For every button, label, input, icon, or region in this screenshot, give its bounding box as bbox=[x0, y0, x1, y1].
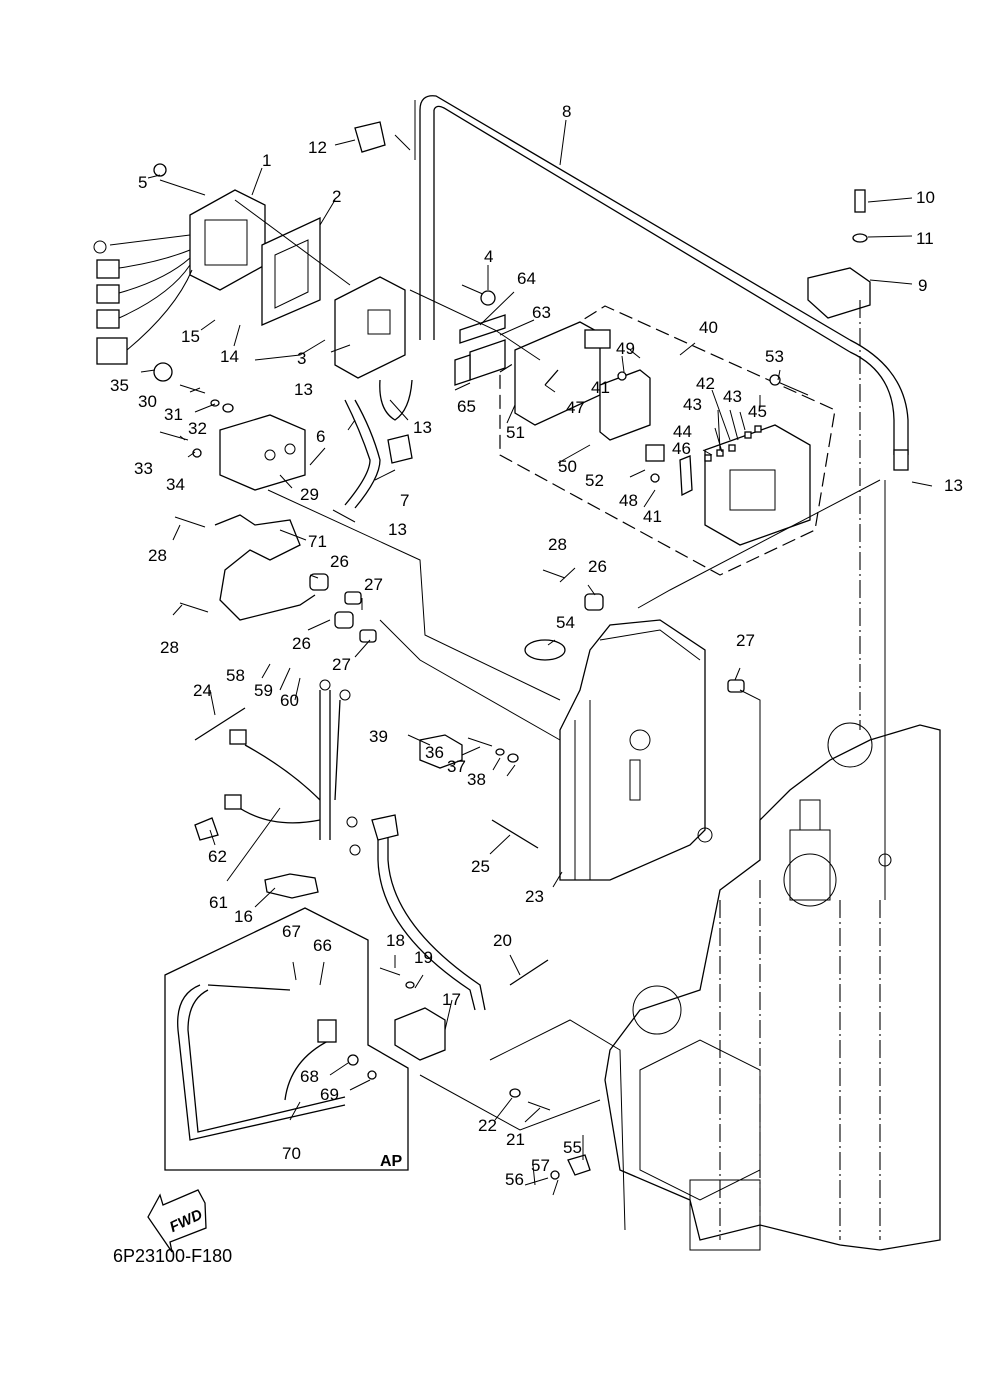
callout-12: 12 bbox=[308, 138, 327, 157]
callout-56: 56 bbox=[505, 1170, 524, 1189]
callout-13-d: 13 bbox=[944, 476, 963, 495]
callout-38: 38 bbox=[467, 770, 486, 789]
callout-55: 55 bbox=[563, 1138, 582, 1157]
callout-26-c: 26 bbox=[588, 557, 607, 576]
callout-65: 65 bbox=[457, 397, 476, 416]
callout-61: 61 bbox=[209, 893, 228, 912]
callout-37: 37 bbox=[447, 757, 466, 776]
callout-7: 7 bbox=[400, 491, 409, 510]
callout-3: 3 bbox=[297, 349, 306, 368]
ecu-assembly-outline bbox=[499, 305, 836, 576]
callout-59: 59 bbox=[254, 681, 273, 700]
callout-35: 35 bbox=[110, 376, 129, 395]
callout-31: 31 bbox=[164, 405, 183, 424]
callout-52: 52 bbox=[585, 471, 604, 490]
callout-27-c: 27 bbox=[736, 631, 755, 650]
parts bbox=[93, 121, 871, 1186]
callout-13-b: 13 bbox=[413, 418, 432, 437]
callout-32: 32 bbox=[188, 419, 207, 438]
callout-70: 70 bbox=[282, 1144, 301, 1163]
callout-58: 58 bbox=[226, 666, 245, 685]
callout-11: 11 bbox=[916, 229, 934, 248]
callout-29: 29 bbox=[300, 485, 319, 504]
callout-51: 51 bbox=[506, 423, 525, 442]
callout-26-a: 26 bbox=[330, 552, 349, 571]
callout-69: 69 bbox=[320, 1085, 339, 1104]
callout-34: 34 bbox=[166, 475, 185, 494]
callout-labels: 1 2 3 4 5 6 7 8 9 10 11 12 13 13 13 13 1… bbox=[110, 102, 963, 1189]
callout-26-b: 26 bbox=[292, 634, 311, 653]
leader-lines bbox=[234, 100, 886, 1231]
ap-variant-box bbox=[164, 907, 409, 1171]
callout-36: 36 bbox=[425, 743, 444, 762]
callout-30: 30 bbox=[138, 392, 157, 411]
callout-2: 2 bbox=[332, 187, 341, 206]
callout-28-c: 28 bbox=[548, 535, 567, 554]
callout-49: 49 bbox=[616, 339, 635, 358]
callout-60: 60 bbox=[280, 691, 299, 710]
callout-18: 18 bbox=[386, 931, 405, 950]
callout-44: 44 bbox=[673, 422, 692, 441]
callout-53: 53 bbox=[765, 347, 784, 366]
callout-45: 45 bbox=[748, 402, 767, 421]
callout-50: 50 bbox=[558, 457, 577, 476]
callout-62: 62 bbox=[208, 847, 227, 866]
callout-63: 63 bbox=[532, 303, 551, 322]
diagram-code: 6P23100-F180 bbox=[113, 1246, 232, 1266]
callout-46: 46 bbox=[672, 439, 691, 458]
callout-66: 66 bbox=[313, 936, 332, 955]
ecu-bracket-part-23 bbox=[559, 619, 713, 881]
callout-27-b: 27 bbox=[332, 655, 351, 674]
callout-13-c: 13 bbox=[388, 520, 407, 539]
part-1-shape bbox=[189, 189, 266, 291]
callout-19: 19 bbox=[414, 948, 433, 967]
callout-40: 40 bbox=[699, 318, 718, 337]
callout-25: 25 bbox=[471, 857, 490, 876]
callout-48: 48 bbox=[619, 491, 638, 510]
callout-17: 17 bbox=[442, 990, 461, 1009]
callout-68: 68 bbox=[300, 1067, 319, 1086]
ap-variant-label: AP bbox=[380, 1153, 403, 1170]
callout-23: 23 bbox=[525, 887, 544, 906]
callout-8: 8 bbox=[562, 102, 571, 121]
callout-64: 64 bbox=[517, 269, 536, 288]
callout-16: 16 bbox=[234, 907, 253, 926]
callout-13-a: 13 bbox=[294, 380, 313, 399]
callout-57: 57 bbox=[531, 1156, 550, 1175]
callout-21: 21 bbox=[506, 1130, 525, 1149]
callout-67: 67 bbox=[282, 922, 301, 941]
callout-6: 6 bbox=[316, 427, 325, 446]
callout-71: 71 bbox=[308, 532, 327, 551]
callout-4: 4 bbox=[484, 247, 493, 266]
callout-43-b: 43 bbox=[723, 387, 742, 406]
callout-5: 5 bbox=[138, 173, 147, 192]
callout-28-b: 28 bbox=[160, 638, 179, 657]
callout-leaders bbox=[140, 119, 933, 1196]
callout-42: 42 bbox=[696, 374, 715, 393]
callout-47: 47 bbox=[566, 398, 585, 417]
callout-10: 10 bbox=[916, 188, 935, 207]
fwd-arrow-icon: FWD bbox=[147, 1189, 207, 1253]
callout-41-b: 41 bbox=[643, 507, 662, 526]
callout-9: 9 bbox=[918, 276, 927, 295]
callout-33: 33 bbox=[134, 459, 153, 478]
callout-43-a: 43 bbox=[683, 395, 702, 414]
callout-15: 15 bbox=[181, 327, 200, 346]
callout-27-a: 27 bbox=[364, 575, 383, 594]
callout-20: 20 bbox=[493, 931, 512, 950]
callout-1: 1 bbox=[262, 151, 271, 170]
callout-14: 14 bbox=[220, 347, 239, 366]
callout-24: 24 bbox=[193, 681, 212, 700]
callout-28-a: 28 bbox=[148, 546, 167, 565]
callout-22: 22 bbox=[478, 1116, 497, 1135]
fuel-hose-part-8 bbox=[419, 95, 909, 471]
callout-41-a: 41 bbox=[591, 378, 610, 397]
callout-54: 54 bbox=[556, 613, 575, 632]
engine-block bbox=[604, 722, 941, 1251]
callout-39: 39 bbox=[369, 727, 388, 746]
